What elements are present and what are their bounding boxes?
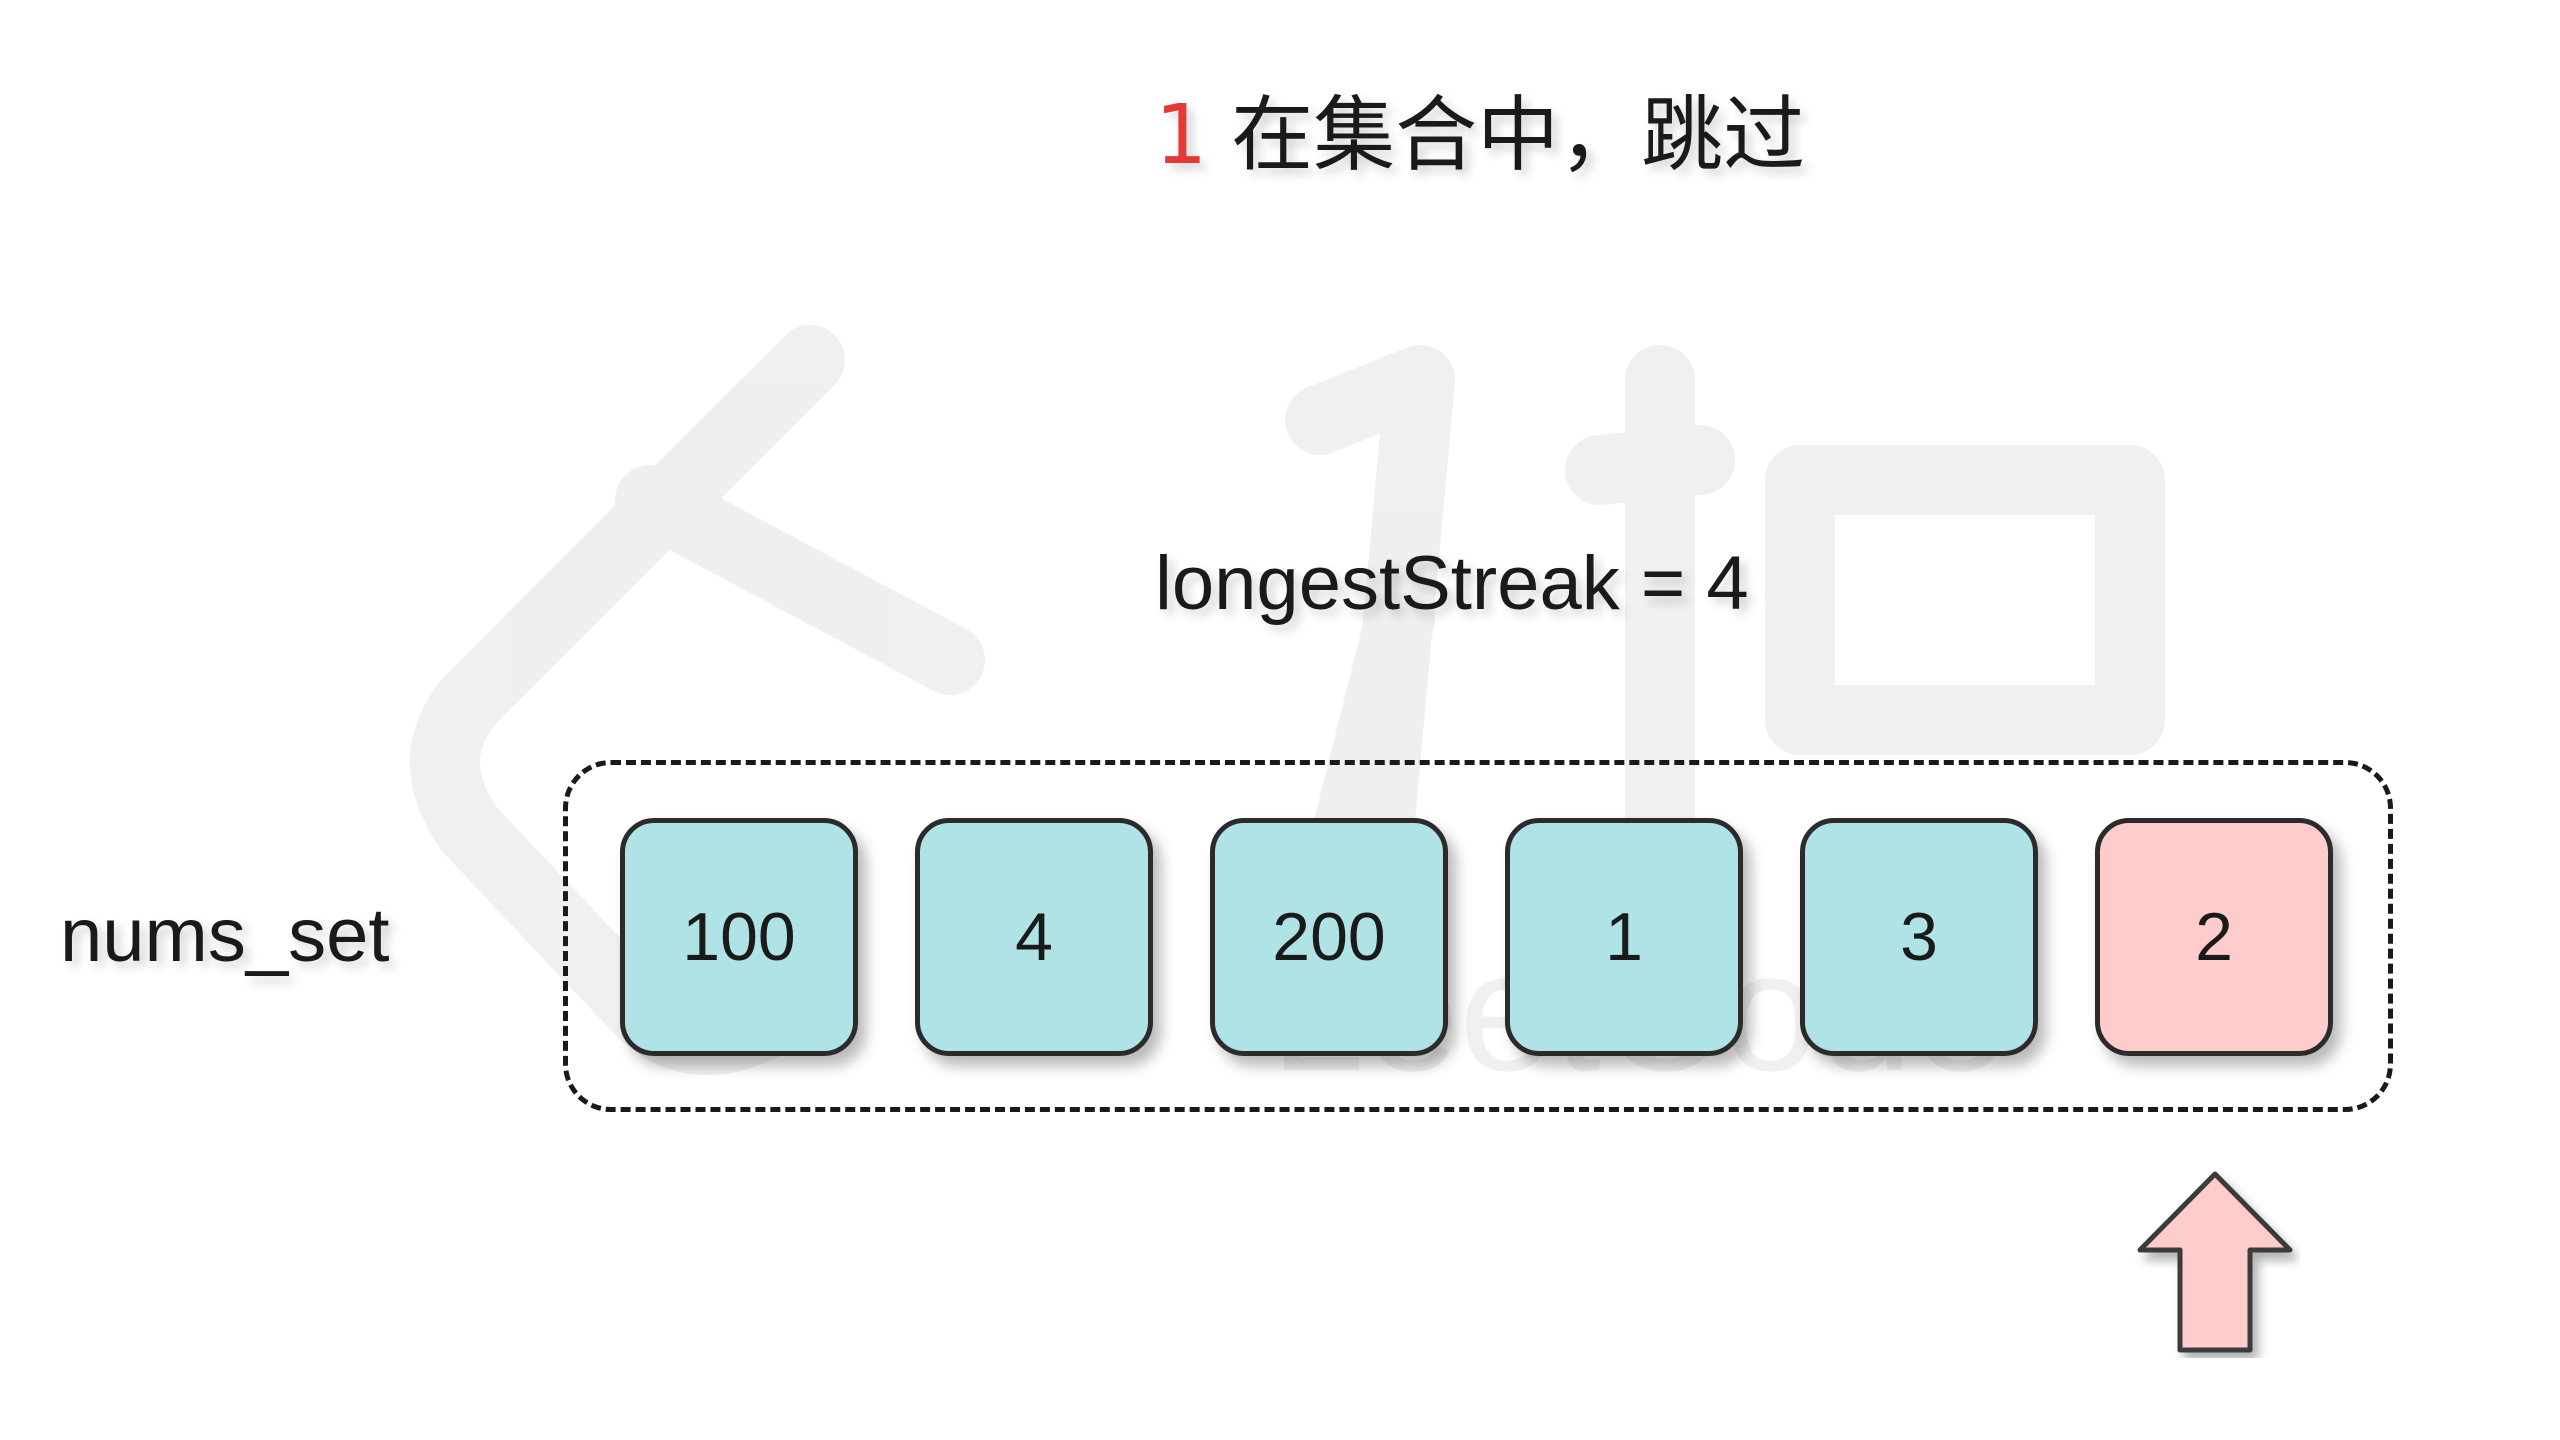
set-cell-active: 2 [2095, 818, 2333, 1056]
set-cell: 200 [1210, 818, 1448, 1056]
set-cell: 100 [620, 818, 858, 1056]
current-number: 1 [1155, 88, 1208, 183]
longest-streak-label: longestStreak = 4 [1155, 541, 1749, 626]
up-arrow-icon [2137, 1171, 2293, 1353]
nums-set-label: nums_set [60, 893, 390, 978]
set-cell: 3 [1800, 818, 2038, 1056]
set-container [563, 760, 2393, 1112]
set-cell: 4 [915, 818, 1153, 1056]
set-cells: 100 4 200 1 3 2 [620, 818, 2333, 1056]
set-cell: 1 [1505, 818, 1743, 1056]
step-text: 在集合中，跳过 [1231, 88, 1806, 183]
